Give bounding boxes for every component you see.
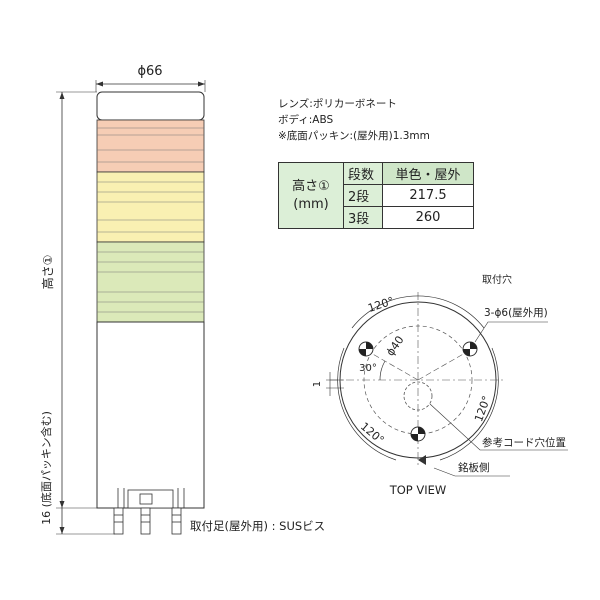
diameter-label: ϕ66 (137, 64, 162, 79)
red-lens (96, 119, 205, 173)
angle-small-label: 30° (359, 363, 377, 374)
bottom-arrow-bottom (59, 527, 65, 534)
col-step-header: 段数 (343, 162, 383, 185)
row-header-line1: 高さ① (292, 178, 330, 194)
nameplate-arrow (418, 455, 426, 465)
offset-label: 1 (312, 381, 323, 387)
circle-dia-label: ϕ40 (384, 334, 407, 359)
green-lens (96, 241, 205, 323)
arc-right (439, 347, 499, 461)
mount-hole-left (358, 341, 374, 357)
mount-feet (113, 507, 182, 535)
height-arrow-bottom (59, 501, 65, 508)
top-view-label: TOP VIEW (389, 483, 447, 497)
spec-packing: ※底面パッキン:(屋外用)1.3mm (278, 130, 430, 142)
material-specs: レンズ:ポリカーボネート ボディ:ABS ※底面パッキン:(屋外用)1.3mm (278, 96, 430, 144)
arc-small (379, 360, 386, 381)
col-value-header: 単色・屋外 (382, 162, 474, 185)
radial-line-right (417, 348, 473, 381)
value-cell: 217.5 (382, 184, 474, 207)
tower-body (96, 321, 205, 509)
height-table: 高さ① (mm) 段数 単色・屋外 2段 217.5 3段 260 (278, 162, 474, 229)
height-label: 高さ① (40, 255, 55, 290)
lens-ribs (97, 127, 204, 313)
arc-bottom (337, 347, 397, 461)
diameter-arrow-left (96, 81, 103, 87)
mount-hole-right (462, 341, 478, 357)
holes-leader (474, 321, 548, 343)
radial-line-left (363, 348, 419, 381)
step-cell: 3段 (343, 206, 383, 229)
yellow-lens (96, 171, 205, 243)
value-cell: 260 (382, 206, 474, 229)
cord-hole-label: 参考コード穴位置 (482, 436, 566, 449)
diameter-arrow-right (198, 81, 205, 87)
spec-lens: レンズ:ポリカーボネート (278, 98, 397, 110)
tower-cap (96, 91, 205, 121)
arc-top (351, 295, 485, 329)
mount-hole-bottom (410, 426, 426, 442)
bottom-height-label: 16 (底面パッキン含む) (39, 411, 53, 525)
step-cell: 2段 (343, 184, 383, 207)
mount-holes-title: 取付穴 (482, 273, 512, 286)
nameplate-label: 銘板側 (458, 461, 490, 474)
spec-body: ボディ:ABS (278, 114, 334, 126)
nameplate-leader (433, 467, 510, 477)
table-row-header: 高さ① (mm) (278, 162, 344, 229)
bottom-connector (117, 488, 185, 509)
holes-label: 3-ϕ6(屋外用) (484, 307, 548, 319)
row-header-line2: (mm) (293, 196, 329, 212)
mount-foot-label: 取付足(屋外用) : SUSビス (190, 519, 325, 533)
table-row: 2段 217.5 (279, 184, 474, 207)
table-row: 3段 260 (279, 206, 474, 229)
cord-hole-leader (429, 403, 568, 451)
height-arrow-top (59, 92, 65, 99)
